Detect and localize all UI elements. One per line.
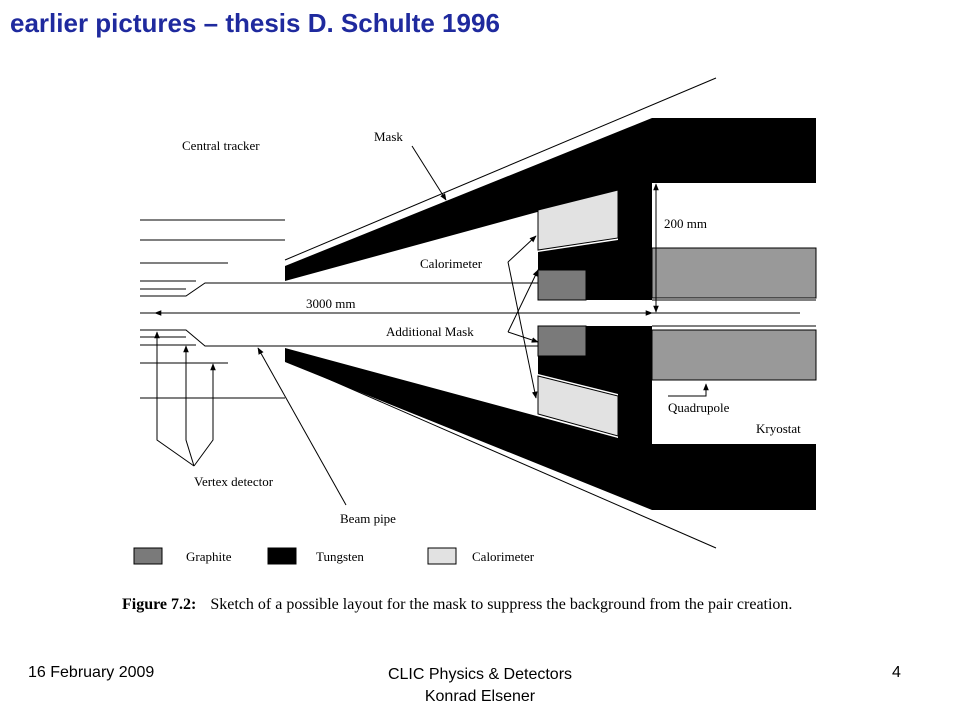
footer-line2: Konrad Elsener [424,688,536,705]
vertex-leader [183,345,195,467]
additional-mask-leader-down [507,331,539,343]
beam-pipe-upper [140,282,538,297]
vertex-leader [193,363,216,467]
footer-page-number: 4 [892,664,901,681]
calorimeter-upper [537,189,619,251]
legend-swatch-calorimeter [427,547,457,565]
beam-pipe-leader [257,347,347,506]
label-beam-pipe: Beam pipe [340,511,396,526]
figure-caption: Figure 7.2: Sketch of a possible layout f… [122,594,852,616]
quadrupole-leader [668,383,709,397]
tungsten-mask-upper [285,118,816,300]
tracker-envelope-top [284,77,717,261]
label-3000mm: 3000 mm [306,296,355,311]
calorimeter-lower [537,375,619,437]
footer-line1: CLIC Physics & Detectors [387,666,573,683]
footer-center: CLIC Physics & Detectors Konrad Elsener [330,664,630,708]
quadrupole-lower [651,329,817,381]
legend-label-calorimeter: Calorimeter [472,549,535,564]
label-vertex-detector: Vertex detector [194,474,274,489]
label-calorimeter: Calorimeter [420,256,483,271]
vertex-leader [154,331,195,467]
label-quadrupole: Quadrupole [668,400,730,415]
calorimeter-leader-up [507,235,537,263]
legend-label-tungsten: Tungsten [316,549,364,564]
label-200mm: 200 mm [664,216,707,231]
calorimeter-leader-down [507,261,538,399]
footer-date: 16 February 2009 [28,664,155,681]
slide-title: earlier pictures – thesis D. Schulte 199… [10,8,500,38]
label-mask: Mask [374,129,403,144]
caption-label: Figure 7.2: [122,596,197,613]
graphite-lower [537,325,587,357]
legend-label-graphite: Graphite [186,549,232,564]
label-kryostat: Kryostat [756,421,801,436]
caption-text: Sketch of a possible layout for the mask… [210,596,793,613]
tungsten-mask-lower [285,326,816,510]
additional-mask-lower-tungsten [538,326,618,394]
graphite-upper [537,269,587,301]
mask-leader [411,145,447,201]
beam-pipe-lower [140,329,538,347]
legend-swatch-tungsten [267,547,297,565]
legend-swatch-graphite [133,547,163,565]
label-additional-mask: Additional Mask [386,324,474,339]
quadrupole-upper [651,247,817,299]
tracker-envelope-bottom [284,359,717,549]
additional-mask-leader-up [507,269,539,333]
label-central-tracker: Central tracker [182,138,260,153]
